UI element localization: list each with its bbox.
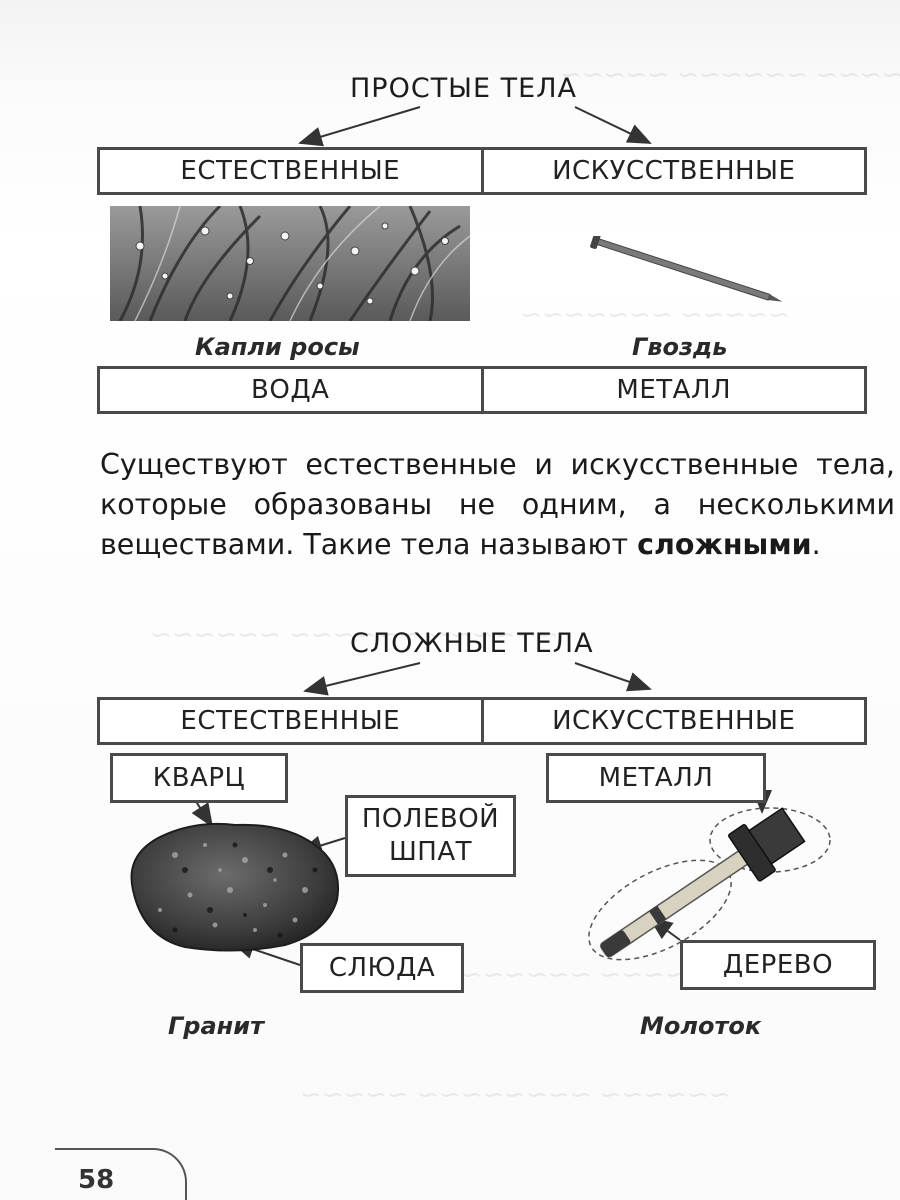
artificial-header: ИСКУССТВЕННЫЕ — [480, 700, 865, 742]
quartz-label: КВАРЦ — [110, 753, 288, 803]
wood-label: ДЕРЕВО — [680, 940, 876, 990]
complex-bodies-header-row: ЕСТЕСТВЕННЫЕ ИСКУССТВЕННЫЕ — [97, 697, 867, 745]
arrow-to-natural — [298, 106, 421, 147]
feldspar-label: ПОЛЕВОЙ ШПАТ — [345, 795, 516, 877]
page-number-tab — [55, 1148, 187, 1200]
pointer-quartz — [191, 799, 214, 828]
natural-header: ЕСТЕСТВЕННЫЕ — [180, 156, 401, 186]
arrow-to-natural — [303, 662, 421, 696]
paragraph-text: Существуют естественные и искусственные … — [100, 448, 895, 561]
metal-label: МЕТАЛЛ — [546, 753, 766, 803]
paragraph-bold-term: сложными — [637, 528, 812, 561]
page-number: 58 — [78, 1165, 115, 1195]
feldspar-line1: ПОЛЕВОЙ — [361, 804, 500, 834]
hammer-image — [588, 807, 831, 961]
granite-caption: Гранит — [168, 1012, 264, 1040]
nail-image — [590, 236, 783, 302]
complex-bodies-title: СЛОЖНЫЕ ТЕЛА — [350, 628, 594, 659]
simple-bodies-header-row: ЕСТЕСТВЕННЫЕ ИСКУССТВЕННЫЕ — [97, 147, 867, 195]
simple-bodies-substance-row: ВОДА МЕТАЛЛ — [97, 366, 867, 414]
arrow-to-artificial — [574, 662, 652, 692]
dew-drops-photo — [110, 206, 470, 321]
granite-image — [130, 822, 339, 952]
paragraph-end: . — [811, 528, 821, 561]
nail-caption: Гвоздь — [632, 333, 728, 361]
arrow-to-artificial — [574, 106, 652, 144]
explanation-paragraph: Существуют естественные и искусственные … — [100, 445, 895, 565]
natural-header: ЕСТЕСТВЕННЫЕ — [180, 706, 401, 736]
artificial-header: ИСКУССТВЕННЫЕ — [480, 150, 865, 192]
mica-label: СЛЮДА — [300, 943, 464, 993]
metal-substance: МЕТАЛЛ — [480, 369, 865, 411]
hammer-caption: Молоток — [640, 1012, 762, 1040]
water-substance: ВОДА — [251, 375, 330, 405]
dew-drops-caption: Капли росы — [195, 333, 360, 361]
simple-bodies-title: ПРОСТЫЕ ТЕЛА — [350, 73, 577, 104]
feldspar-line2: ШПАТ — [388, 837, 473, 867]
